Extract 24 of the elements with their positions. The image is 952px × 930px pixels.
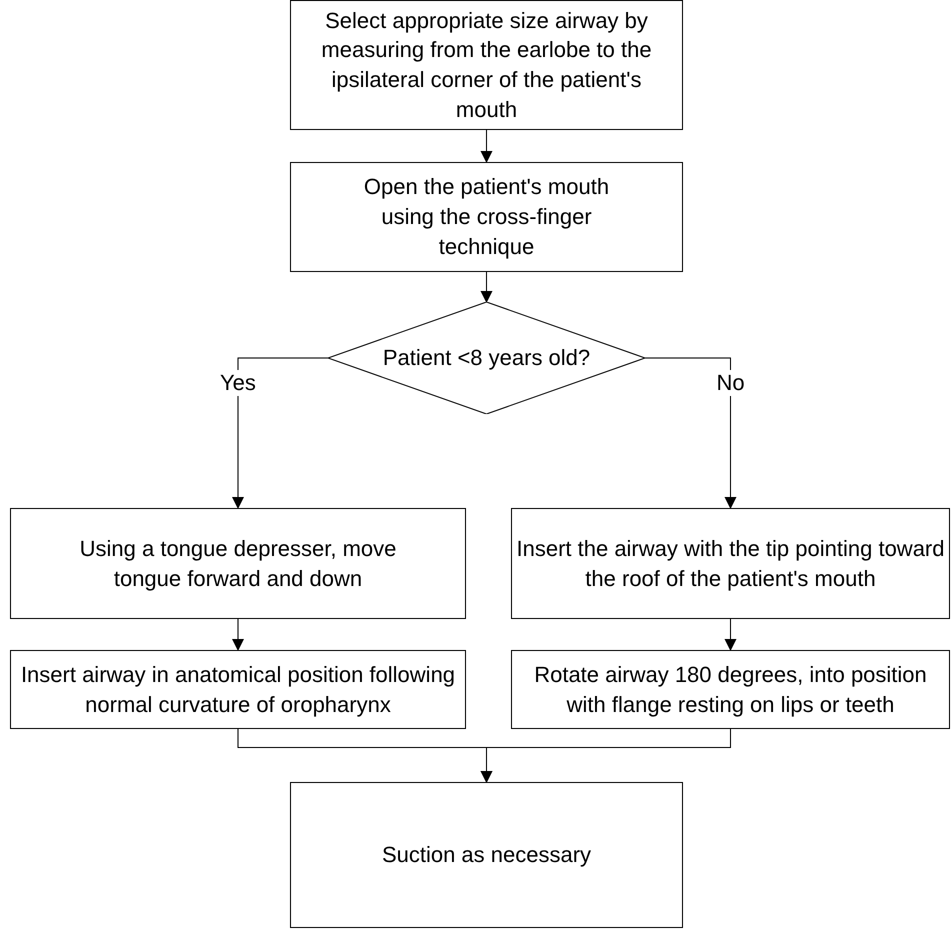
node-text: Insert the airway with the tip pointing toward the roof of the patient's mouth — [515, 534, 946, 593]
process-box — [290, 0, 683, 130]
process-box — [10, 650, 466, 729]
arrow — [644, 358, 736, 509]
arrow — [480, 728, 731, 783]
process-box — [511, 508, 950, 619]
node-text: Insert airway in anatomical position following normal curvature of oropharynx — [20, 660, 456, 719]
node-text: Using a tongue depresser, move tongue forward and down — [78, 534, 398, 593]
process-box — [511, 650, 950, 729]
decision-diamond — [328, 302, 645, 414]
node-text: Patient <8 years old? — [382, 344, 592, 372]
node-text: Suction as necessary — [380, 841, 592, 870]
edge-label: Yes — [218, 370, 258, 396]
arrow — [480, 130, 492, 163]
arrow — [724, 618, 736, 651]
arrow — [232, 358, 328, 509]
process-box — [290, 782, 683, 928]
node-text: Select appropriate size airway by measuring from the earlobe to the ipsilateral corner of the patient's mouth — [320, 6, 653, 124]
node-text: Open the patient's mouth using the cross-finger technique — [362, 173, 610, 261]
process-box — [10, 508, 466, 619]
arrow — [480, 272, 492, 303]
arrow — [232, 618, 244, 651]
process-box — [290, 162, 683, 272]
node-text: Rotate airway 180 degrees, into position with flange resting on lips or teeth — [533, 660, 928, 719]
